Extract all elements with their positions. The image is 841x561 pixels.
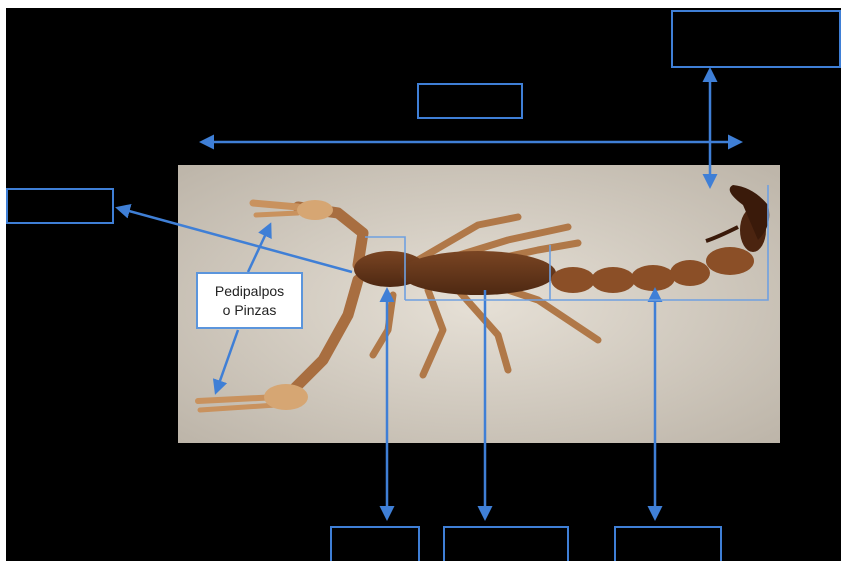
label-box-bottom-center [443,526,569,561]
prosoma-bracket [365,237,405,300]
label-box-bottom-left [330,526,420,561]
pinzas-pointer-lower [216,330,238,392]
label-box-bottom-right [614,526,722,561]
pedipalps-label: Pedipalpos o Pinzas [196,272,303,329]
metasoma-bracket [550,185,768,300]
left-label-arrow [118,208,352,272]
pedipalps-label-line2: o Pinzas [198,301,301,320]
label-box-left [6,188,114,224]
label-box-top-right [671,10,841,68]
mesosoma-bracket [405,245,550,300]
label-box-top-center [417,83,523,119]
pedipalps-label-line1: Pedipalpos [198,282,301,301]
